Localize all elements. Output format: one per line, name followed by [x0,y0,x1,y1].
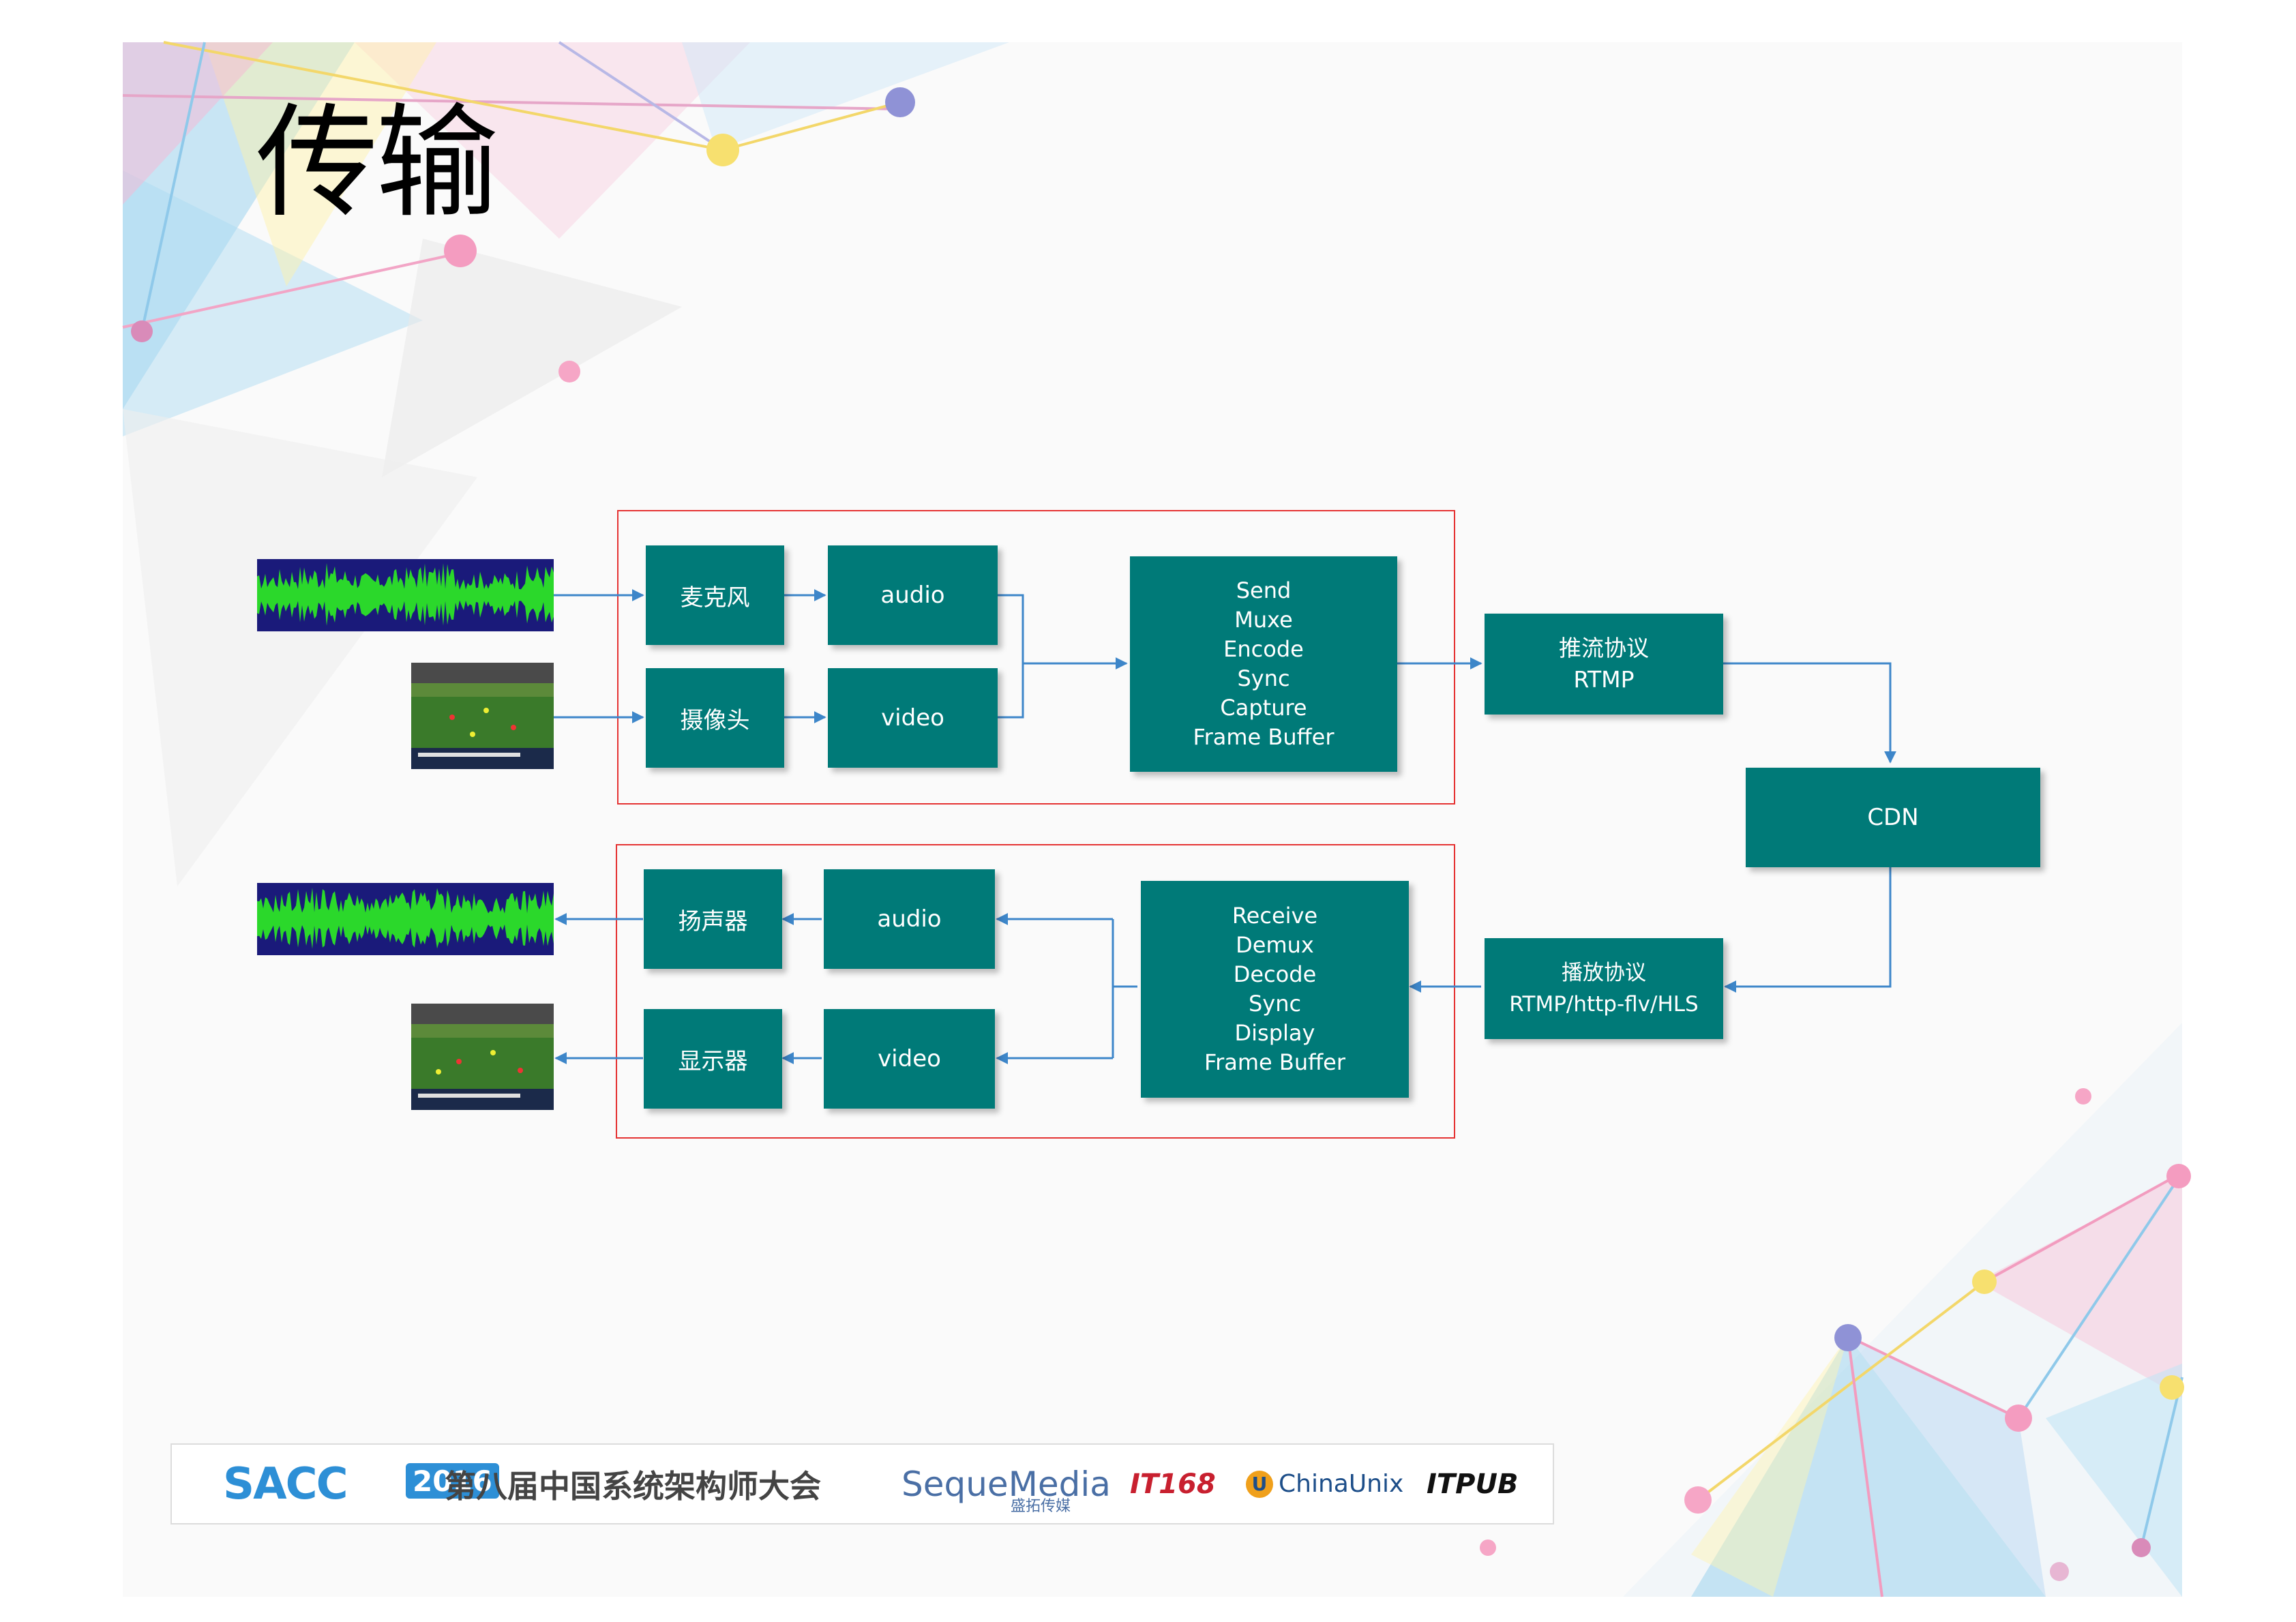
process-step: Frame Buffer [1204,1049,1345,1075]
pull-video-box: video [824,1009,995,1109]
sponsor-footer: SACC 2016 第八届中国系统架构师大会 SequeMedia 盛拓传媒 I… [170,1443,1554,1525]
process-step: Demux [1236,932,1314,958]
speaker-box: 扬声器 [644,869,782,969]
sacc-year-badge: 2016 [406,1463,499,1499]
audio-waveform-thumbnail [257,883,554,955]
push-protocol-name: RTMP [1573,666,1635,693]
video-frame-thumbnail [411,663,554,769]
chinaunix-icon: U [1246,1470,1273,1498]
process-step: Decode [1233,961,1317,987]
pull-protocol-box: 播放协议 RTMP/http-flv/HLS [1485,938,1723,1039]
process-step: Capture [1220,695,1307,721]
conference-name: 第八届中国系统架构师大会 [445,1467,821,1505]
process-step: Muxe [1234,607,1293,633]
display-box: 显示器 [644,1009,782,1109]
process-step: Sync [1248,991,1302,1017]
microphone-box: 麦克风 [646,545,784,645]
push-pipeline-frame [617,510,1455,805]
sequemedia-subtitle: 盛拓传媒 [1011,1498,1071,1515]
pull-protocol-name: RTMP/http-flv/HLS [1509,992,1699,1017]
pull-process-box: Receive Demux Decode Sync Display Frame … [1141,881,1409,1098]
cdn-box: CDN [1746,768,2040,867]
slide-title: 传输 [256,92,498,235]
audio-waveform-thumbnail [257,559,554,631]
push-video-box: video [828,668,998,768]
process-step: Send [1236,577,1292,603]
itpub-logo: ITPUB [1427,1468,1519,1500]
camera-box: 摄像头 [646,668,784,768]
sequemedia-logo: SequeMedia [901,1464,1111,1504]
sacc-logo: SACC [223,1458,348,1510]
pull-pipeline-frame [616,844,1455,1139]
pull-audio-box: audio [824,869,995,969]
process-step: Receive [1232,903,1318,929]
process-step: Display [1234,1020,1315,1046]
it168-logo: IT168 [1130,1468,1216,1500]
process-step: Frame Buffer [1193,724,1335,750]
pull-protocol-title: 播放协议 [1562,961,1646,985]
process-step: Sync [1237,665,1290,691]
video-frame-thumbnail [411,1004,554,1110]
chinaunix-logo: U ChinaUnix [1246,1445,1403,1523]
push-protocol-box: 推流协议 RTMP [1485,614,1723,715]
chinaunix-label: ChinaUnix [1279,1470,1404,1498]
push-audio-box: audio [828,545,998,645]
push-protocol-title: 推流协议 [1559,635,1649,661]
push-process-box: Send Muxe Encode Sync Capture Frame Buff… [1130,556,1397,772]
process-step: Encode [1223,636,1304,662]
